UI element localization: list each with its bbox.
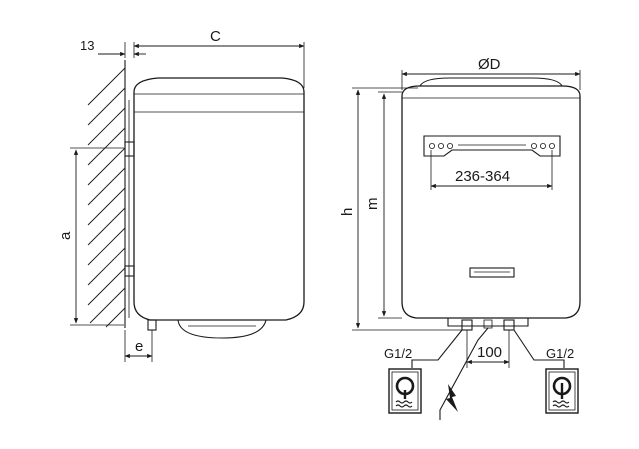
dim-13-label: 13 xyxy=(80,38,94,53)
dim-e-label: e xyxy=(135,338,143,355)
dim-bracket-label: 236-364 xyxy=(455,168,510,185)
wall-bracket xyxy=(124,141,135,157)
wall-hatch xyxy=(87,60,126,328)
hot-leader xyxy=(411,329,463,368)
tank-side xyxy=(133,77,305,321)
cold-water-tap-icon xyxy=(545,368,579,414)
hot-water-tap-icon xyxy=(388,368,422,414)
electric-bolt-icon xyxy=(446,384,458,412)
dim-h-label: h xyxy=(339,208,356,216)
control-panel xyxy=(469,267,515,278)
dim-d-label: ØD xyxy=(478,56,501,73)
bottom-cover xyxy=(177,319,267,339)
dim-m-label: m xyxy=(364,198,381,211)
lower-stop xyxy=(124,265,135,277)
left-thread-label: G1/2 xyxy=(384,346,412,361)
tank-front xyxy=(401,85,581,319)
right-thread-label: G1/2 xyxy=(546,346,574,361)
power-leader xyxy=(439,327,489,420)
dim-c-label: C xyxy=(210,28,221,45)
front-view: 236-364 ØD h m 100 G1/2 xyxy=(339,56,581,420)
top-cap xyxy=(419,77,563,87)
cold-inlet xyxy=(503,319,515,331)
hot-outlet xyxy=(461,319,473,331)
cold-leader xyxy=(513,329,565,368)
dim-100-label: 100 xyxy=(477,344,502,361)
dim-a-label: a xyxy=(57,231,74,240)
pipe-stub xyxy=(147,319,157,331)
side-view: 13 C a e xyxy=(57,28,305,362)
